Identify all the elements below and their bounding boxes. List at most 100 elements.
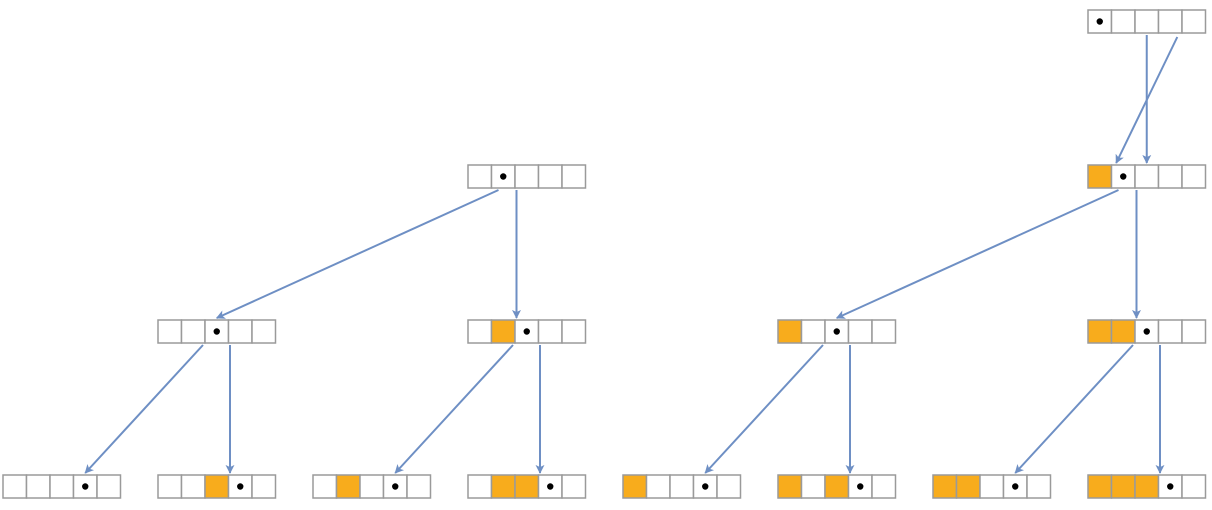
empty-cell xyxy=(537,164,563,189)
filled-cell xyxy=(1110,474,1136,499)
empty-cell xyxy=(1026,474,1052,499)
empty-cell xyxy=(1134,9,1160,34)
filled-cell xyxy=(490,474,516,499)
empty-cell xyxy=(561,474,587,499)
filled-cell xyxy=(335,474,361,499)
empty-cell xyxy=(669,474,695,499)
empty-cell xyxy=(514,164,540,189)
tape-node-n11 xyxy=(622,474,742,499)
empty-cell xyxy=(359,474,385,499)
filled-cell xyxy=(490,319,516,344)
edge-n2-n5 xyxy=(835,189,1119,319)
empty-cell xyxy=(871,319,897,344)
cursor-dot xyxy=(833,328,840,335)
tape-node-n10 xyxy=(467,474,587,499)
empty-cell xyxy=(871,474,897,499)
empty-cell xyxy=(716,474,742,499)
cursor-dot xyxy=(213,328,220,335)
empty-cell xyxy=(251,474,277,499)
empty-cell xyxy=(467,319,493,344)
cursor-dot xyxy=(1120,173,1127,180)
empty-cell xyxy=(561,164,587,189)
edge-n5-n11 xyxy=(704,344,824,474)
tape-node-n5 xyxy=(777,319,897,344)
filled-cell xyxy=(824,474,850,499)
tape-node-n1 xyxy=(467,164,587,189)
filled-cell xyxy=(1134,474,1160,499)
empty-cell xyxy=(2,474,28,499)
cursor-dot xyxy=(523,328,530,335)
empty-cell xyxy=(251,319,277,344)
empty-cell xyxy=(467,164,493,189)
empty-cell xyxy=(800,474,826,499)
filled-cell xyxy=(777,474,803,499)
filled-cell xyxy=(1087,164,1113,189)
edge-n4-n9 xyxy=(394,344,514,474)
edges-layer xyxy=(84,35,1179,474)
empty-cell xyxy=(561,319,587,344)
empty-cell xyxy=(96,474,122,499)
tape-node-n3 xyxy=(157,319,277,344)
cursor-dot xyxy=(547,483,554,490)
tape-node-n7 xyxy=(2,474,122,499)
empty-cell xyxy=(1181,9,1207,34)
cursor-dot xyxy=(1143,328,1150,335)
tape-node-n4 xyxy=(467,319,587,344)
cursor-dot xyxy=(1167,483,1174,490)
empty-cell xyxy=(49,474,75,499)
empty-cell xyxy=(467,474,493,499)
tape-node-n0 xyxy=(1087,9,1207,34)
empty-cell xyxy=(180,319,206,344)
empty-cell xyxy=(979,474,1005,499)
filled-cell xyxy=(1087,474,1113,499)
tape-node-n14 xyxy=(1087,474,1207,499)
nodes-layer xyxy=(2,9,1207,499)
filled-cell xyxy=(204,474,230,499)
empty-cell xyxy=(25,474,51,499)
empty-cell xyxy=(847,319,873,344)
filled-cell xyxy=(1087,319,1113,344)
empty-cell xyxy=(1157,9,1183,34)
empty-cell xyxy=(406,474,432,499)
empty-cell xyxy=(537,319,563,344)
empty-cell xyxy=(1181,474,1207,499)
cursor-dot xyxy=(237,483,244,490)
filled-cell xyxy=(932,474,958,499)
cursor-dot xyxy=(392,483,399,490)
empty-cell xyxy=(1181,164,1207,189)
tape-node-n2 xyxy=(1087,164,1207,189)
filled-cell xyxy=(514,474,540,499)
tape-node-n8 xyxy=(157,474,277,499)
filled-cell xyxy=(1110,319,1136,344)
empty-cell xyxy=(1181,319,1207,344)
empty-cell xyxy=(157,474,183,499)
edge-n6-n13 xyxy=(1014,344,1134,474)
filled-cell xyxy=(777,319,803,344)
empty-cell xyxy=(157,319,183,344)
edge-n1-n3 xyxy=(215,189,499,319)
empty-cell xyxy=(180,474,206,499)
cursor-dot xyxy=(857,483,864,490)
empty-cell xyxy=(312,474,338,499)
edge-n3-n7 xyxy=(84,344,204,474)
tape-node-n12 xyxy=(777,474,897,499)
empty-cell xyxy=(227,319,253,344)
tape-node-n6 xyxy=(1087,319,1207,344)
empty-cell xyxy=(1157,319,1183,344)
empty-cell xyxy=(1134,164,1160,189)
filled-cell xyxy=(955,474,981,499)
cursor-dot xyxy=(702,483,709,490)
cursor-dot xyxy=(500,173,507,180)
cursor-dot xyxy=(82,483,89,490)
tape-node-n9 xyxy=(312,474,432,499)
filled-cell xyxy=(622,474,648,499)
tape-node-n13 xyxy=(932,474,1052,499)
cursor-dot xyxy=(1012,483,1019,490)
empty-cell xyxy=(645,474,671,499)
empty-cell xyxy=(800,319,826,344)
empty-cell xyxy=(1110,9,1136,34)
empty-cell xyxy=(1157,164,1183,189)
edge-n0-n2 xyxy=(1115,36,1179,164)
cursor-dot xyxy=(1096,18,1103,25)
